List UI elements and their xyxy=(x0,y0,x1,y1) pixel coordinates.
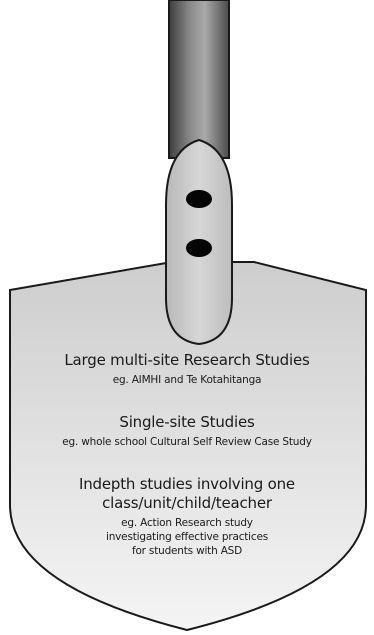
tier-title-line: class/unit/child/teacher xyxy=(102,494,272,512)
rivet-icon xyxy=(186,239,212,257)
rivet-icon xyxy=(186,190,212,208)
tier-example-line: for students with ASD xyxy=(131,545,243,557)
tier-example-line: eg. Action Research study xyxy=(121,517,253,529)
tier-single-site: Single-site Studies eg. whole school Cul… xyxy=(0,413,374,449)
spade-blade xyxy=(9,261,367,632)
tier-title: Large multi-site Research Studies xyxy=(64,351,310,369)
spade-handle xyxy=(168,0,230,159)
tier-indepth: Indepth studies involving one class/unit… xyxy=(0,475,374,558)
tier-large-multisite: Large multi-site Research Studies eg. AI… xyxy=(0,351,374,387)
tier-example-line: investigating effective practices xyxy=(106,531,268,543)
tier-title-line: Indepth studies involving one xyxy=(79,475,295,493)
tier-title: Single-site Studies xyxy=(119,413,255,431)
tier-example: eg. AIMHI and Te Kotahitanga xyxy=(112,374,262,386)
tier-example: eg. whole school Cultural Self Review Ca… xyxy=(62,436,312,448)
